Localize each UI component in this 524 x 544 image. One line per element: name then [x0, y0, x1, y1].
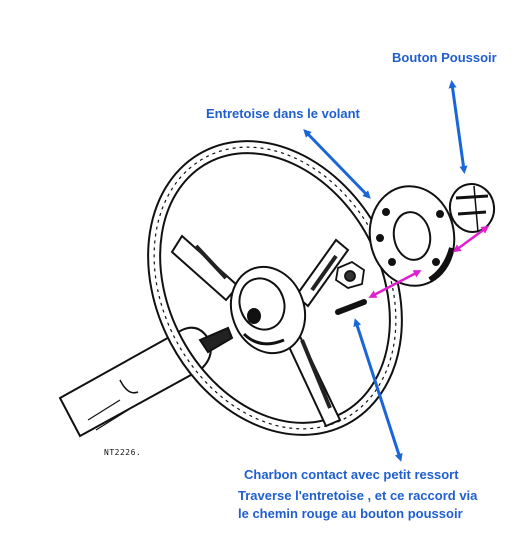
carbon-brush	[335, 299, 367, 315]
arrow-charbon	[353, 318, 403, 462]
spacer-ring	[368, 185, 456, 287]
steering-column	[58, 326, 234, 438]
label-entretoise: Entretoise dans le volant	[206, 106, 360, 121]
steering-wheel-hub	[229, 265, 307, 355]
arrow-bouton-poussoir	[448, 80, 468, 174]
steering-wheel-spokes	[170, 234, 350, 428]
label-bouton-poussoir: Bouton Poussoir	[392, 50, 497, 65]
label-traverse-line1: Traverse l'entretoise , et ce raccord vi…	[238, 488, 478, 503]
blue-arrows	[303, 80, 468, 462]
hub-nut	[335, 260, 365, 289]
arrow-entretoise	[303, 129, 371, 199]
push-button	[448, 183, 496, 233]
arrow-path-2	[452, 225, 490, 253]
magenta-arrows	[368, 225, 490, 298]
arrow-path-1	[368, 270, 422, 298]
label-traverse-line2: le chemin rouge au bouton poussoir	[238, 506, 463, 521]
drawing-code: NT2226.	[104, 448, 142, 457]
label-charbon: Charbon contact avec petit ressort	[244, 467, 459, 482]
